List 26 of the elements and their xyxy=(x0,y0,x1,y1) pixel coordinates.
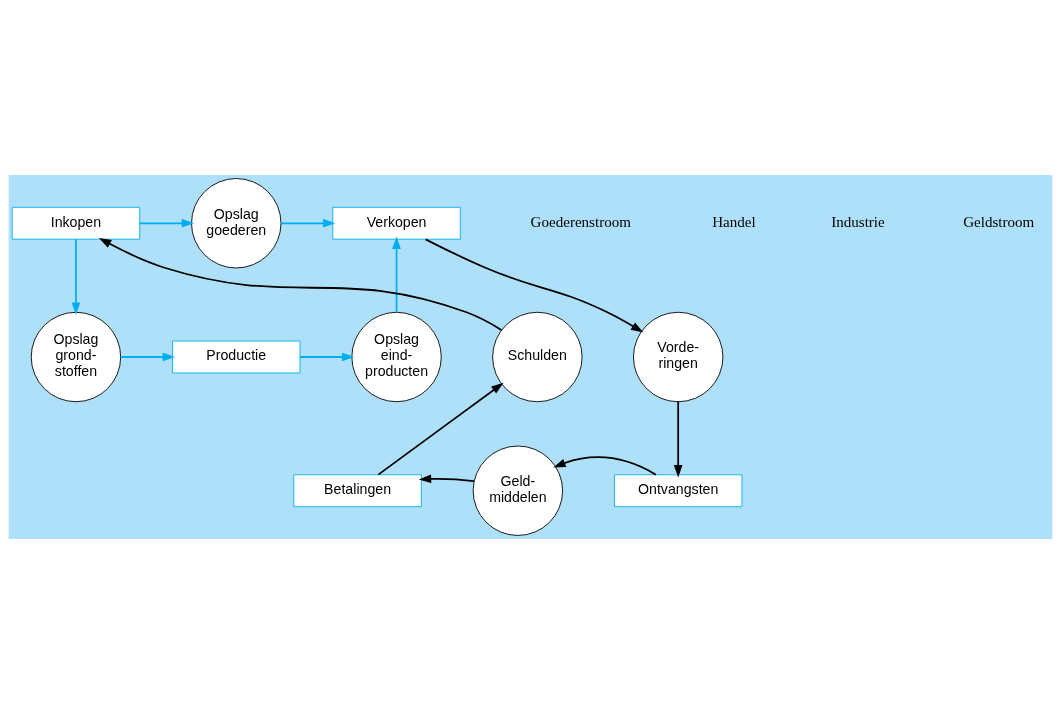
arrow xyxy=(138,218,195,228)
arrow xyxy=(71,237,81,315)
arrow xyxy=(119,352,176,361)
label: Industrie xyxy=(831,213,885,230)
node-box: Ontvangsten xyxy=(613,473,743,507)
arrow xyxy=(299,352,355,361)
node-box: Betalingen xyxy=(293,473,422,507)
arrow xyxy=(392,236,401,313)
arrow xyxy=(424,237,644,333)
node-box: Verkopen xyxy=(332,206,461,240)
arrow xyxy=(98,237,503,331)
arrow xyxy=(280,218,336,228)
arrow xyxy=(553,455,657,476)
arrow xyxy=(418,474,475,483)
node-box: Productie xyxy=(172,340,301,373)
arrow xyxy=(673,400,683,477)
node-box: Inkopen xyxy=(11,206,141,240)
label: Geldstroom xyxy=(963,213,1035,230)
label: Goederenstroom xyxy=(530,213,631,230)
node-circle: Opslag goederen xyxy=(191,177,282,268)
node-circle: Opslag grond- stoffen xyxy=(30,311,122,402)
arrow xyxy=(377,382,504,475)
node-circle: Vorde- ringen xyxy=(633,311,724,402)
node-circle: Geld- middelen xyxy=(472,445,564,536)
label: Handel xyxy=(712,213,756,230)
node-circle: Opslag eind- producten xyxy=(351,311,442,402)
